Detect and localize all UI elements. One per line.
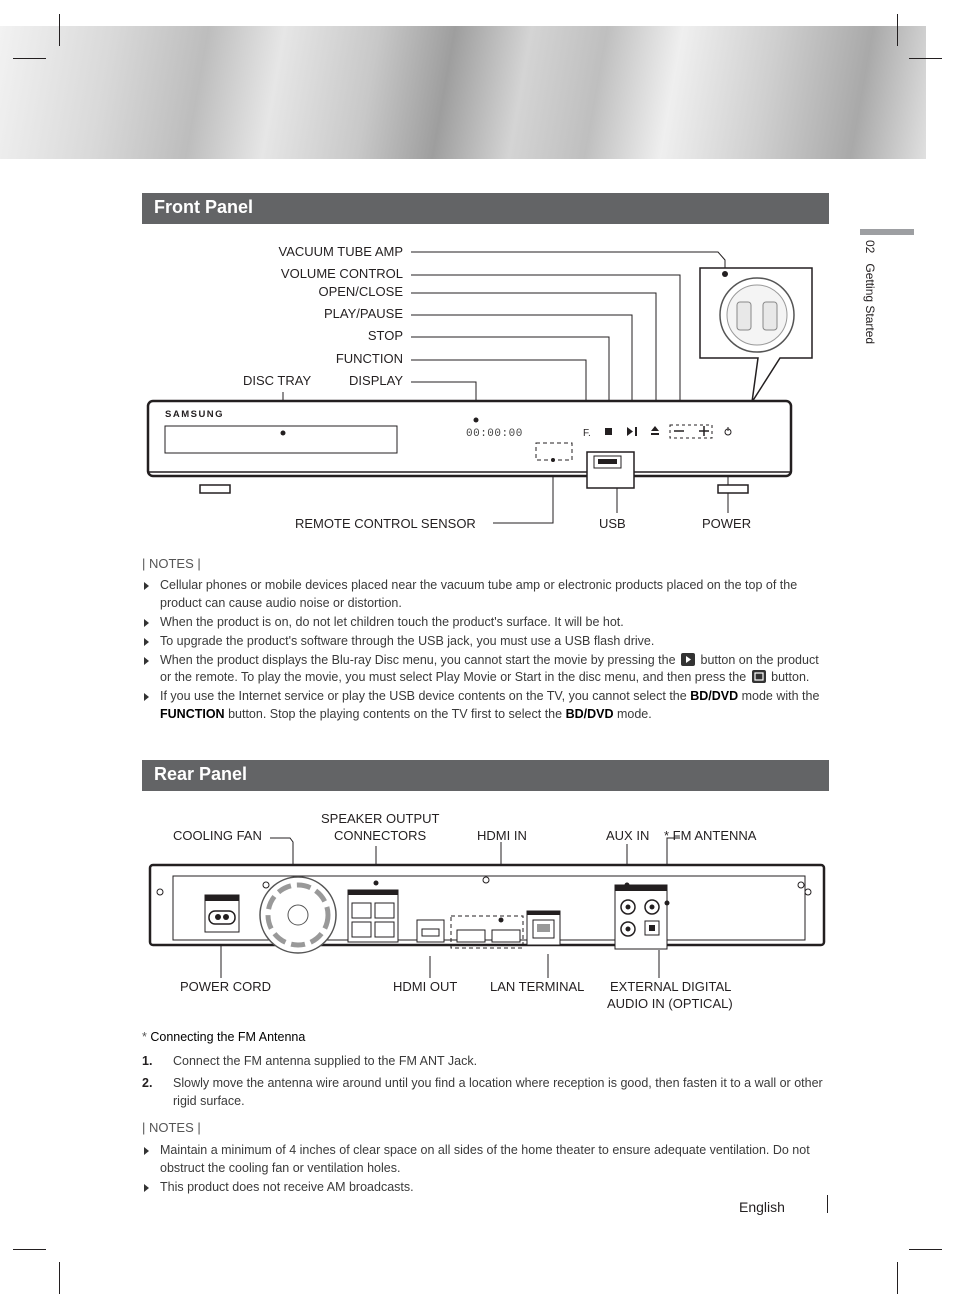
note-item: When the product displays the Blu-ray Di… [142,652,832,687]
leader-stop [411,336,610,430]
enter-button-icon [751,670,766,683]
label-cooling-fan: COOLING FAN [173,828,262,843]
front-panel-diagram: F. SAMSUNG 00:00:00 [146,251,813,524]
rear-notes-list: Maintain a minimum of 4 inches of clear … [142,1142,832,1198]
note-item: When the product is on, do not let child… [142,614,832,632]
leader-open-close [411,292,657,430]
front-notes-list: Cellular phones or mobile devices placed… [142,577,832,725]
note-item: This product does not receive AM broadca… [142,1179,832,1197]
label-usb: USB [599,516,626,531]
label-vacuum-tube-amp: VACUUM TUBE AMP [278,244,403,259]
svg-text:F.: F. [583,428,591,439]
note-item: If you use the Internet service or play … [142,688,832,723]
crop-mark [909,1249,942,1250]
label-hdmi-in: HDMI IN [477,828,527,843]
chapter-title: Getting Started [863,263,877,345]
note-item: To upgrade the product's software throug… [142,633,832,651]
label-disc-tray: DISC TRAY [243,373,312,388]
label-power-cord: POWER CORD [180,979,271,994]
label-open-close: OPEN/CLOSE [318,284,403,299]
footer-language: English [739,1199,785,1215]
label-fm-antenna: * FM ANTENNA [664,828,757,843]
label-function: FUNCTION [335,351,403,366]
chapter-tab [860,229,914,235]
label-hdmi-out: HDMI OUT [393,979,458,994]
label-lan-terminal: LAN TERMINAL [490,979,585,994]
label-play-pause: PLAY/PAUSE [324,306,403,321]
rear-panel-title: Rear Panel [154,764,248,784]
crop-mark [13,58,46,59]
crop-mark [897,1262,898,1294]
label-speaker-output-1: SPEAKER OUTPUT [321,811,440,826]
rear-unit-body [148,863,826,954]
label-power: POWER [702,516,752,531]
fm-antenna-heading: * Connecting the FM Antenna [142,1030,306,1044]
leader-play-pause [411,314,633,430]
leader-remote-sensor [493,470,554,524]
vacuum-tube-callout [699,267,813,403]
front-unit-body: F. [146,399,793,494]
crop-mark [897,14,898,46]
chapter-label: 02 Getting Started [863,240,877,344]
rear-panel-diagram [148,837,826,978]
crop-mark [909,58,942,59]
rear-panel-heading-bar: Rear Panel [142,760,829,791]
label-volume-control: VOLUME CONTROL [280,266,403,281]
chapter-number: 02 [863,240,877,254]
label-remote-control-sensor: REMOTE CONTROL SENSOR [295,516,476,531]
front-panel-heading-bar: Front Panel [142,193,829,224]
label-ext-digital-1: EXTERNAL DIGITAL [610,979,732,994]
brand-logo: SAMSUNG [165,409,224,420]
label-display: DISPLAY [349,373,403,388]
step-item: 1. Connect the FM antenna supplied to th… [142,1054,478,1068]
leader-vacuum-tube [411,251,726,274]
leader-cooling-fan [270,837,294,870]
label-speaker-output-2: CONNECTORS [334,828,427,843]
crop-mark [13,1249,46,1250]
crop-mark [59,14,60,46]
play-button-icon [681,652,696,666]
crop-mark [59,1262,60,1294]
front-panel-title: Front Panel [154,197,254,217]
label-stop: STOP [367,328,403,343]
note-item: Cellular phones or mobile devices placed… [142,577,832,612]
note-item: Maintain a minimum of 4 inches of clear … [142,1142,832,1177]
label-aux-in: AUX IN [606,828,650,843]
leader-volume [411,274,681,430]
footer-divider [827,1195,828,1213]
header-banner [0,26,926,159]
front-notes-heading: | NOTES | [142,556,201,571]
step-item: 2. Slowly move the antenna wire around u… [142,1076,823,1108]
rear-notes-heading: | NOTES | [142,1120,201,1135]
label-ext-digital-2: AUDIO IN (OPTICAL) [607,996,733,1011]
front-display-readout: 00:00:00 [466,428,523,440]
